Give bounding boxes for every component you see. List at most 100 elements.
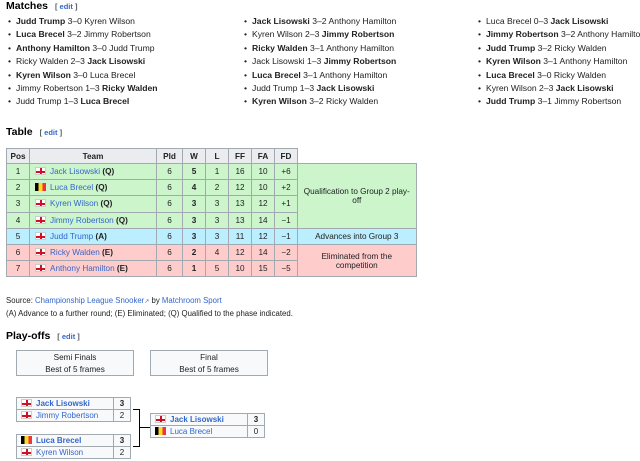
bracket-player-link[interactable]: Jack Lisowski [170,415,224,424]
bracket-score: 3 [247,413,265,426]
match-player-b[interactable]: Anthony Hamilton [577,29,640,40]
edit-link[interactable]: edit [59,2,73,11]
match-player-b[interactable]: Jimmy Robertson [554,96,622,107]
match-player-b[interactable]: Jack Lisowski [87,56,146,67]
bracket-score: 2 [113,446,131,459]
match-player-a[interactable]: Ricky Walden [16,56,69,67]
match-player-b[interactable]: Kyren Wilson [84,16,135,26]
match-player-a[interactable]: Kyren Wilson [486,82,537,93]
status-marker: (E) [102,248,113,258]
match-player-b[interactable]: Jack Lisowski [316,82,375,93]
match-score: 2–3 [305,29,320,40]
player-link[interactable]: Jack Lisowski [50,167,101,177]
w-cell: 5 [182,162,206,181]
bracket-player-link[interactable]: Jimmy Robertson [36,411,99,420]
match-result: Luca Brecel 3–1 Anthony Hamilton [244,69,396,82]
match-player-b[interactable]: Ricky Walden [325,96,379,107]
match-player-a[interactable]: Jimmy Robertson [486,29,559,40]
match-player-b[interactable]: Ricky Walden [102,82,158,93]
matches-edit[interactable]: [ edit ] [54,2,78,11]
semi-finals-header: Semi Finals Best of 5 frames [16,350,134,376]
bracket-player-cell: Jack Lisowski [150,413,248,426]
playoffs-heading: Play-offs [ edit ] [6,330,80,342]
match-result: Ricky Walden 2–3 Jack Lisowski [8,55,158,68]
match-player-b[interactable]: Jimmy Robertson [323,56,397,67]
source-link-matchroom[interactable]: Matchroom Sport [161,296,222,305]
final-title: Final [200,353,218,362]
bracket-player-link[interactable]: Kyren Wilson [36,448,84,457]
match-player-a[interactable]: Jimmy Robertson [16,82,83,93]
pld-cell: 6 [156,195,183,213]
match-score: 3–0 [67,16,82,26]
bracket-entry: Kyren Wilson 2 [16,446,131,459]
player-link[interactable]: Luca Brecel [50,183,94,193]
edit-link[interactable]: edit [44,128,58,137]
match-player-a[interactable]: Kyren Wilson [16,69,71,80]
team-cell: Kyren Wilson (Q) [29,195,157,213]
match-player-a[interactable]: Kyren Wilson [252,29,303,40]
match-player-a[interactable]: Judd Trump [486,96,536,107]
table-edit[interactable]: [ edit ] [39,128,63,137]
match-score: 3–1 [309,42,325,53]
match-player-b[interactable]: Jimmy Robertson [321,29,395,40]
match-score: 1–3 [85,82,100,93]
match-player-b[interactable]: Anthony Hamilton [319,69,388,80]
match-player-a[interactable]: Judd Trump [16,16,66,26]
team-cell: Luca Brecel (Q) [29,179,157,197]
match-player-b[interactable]: Jack Lisowski [555,82,614,93]
match-player-a[interactable]: Anthony Hamilton [16,42,91,53]
edit-link[interactable]: edit [61,332,76,341]
match-player-b[interactable]: Luca Brecel [80,96,130,107]
match-result: Jack Lisowski 1–3 Jimmy Robertson [244,55,396,68]
match-result: Kyren Wilson 3–1 Anthony Hamilton [478,55,640,68]
fd-cell: +1 [274,195,298,213]
match-player-a[interactable]: Judd Trump [486,42,536,53]
pld-cell: 6 [156,211,183,229]
bracket-player-link[interactable]: Luca Brecel [170,427,213,436]
fa-cell: 12 [251,195,275,213]
match-player-b[interactable]: Anthony Hamilton [326,42,395,53]
match-player-a[interactable]: Luca Brecel [252,69,301,80]
match-player-b[interactable]: Jack Lisowski [550,16,609,26]
ff-cell: 11 [228,227,252,245]
match-player-b[interactable]: Jimmy Robertson [83,29,151,40]
source-prefix: Source: [6,296,33,305]
match-player-a[interactable]: Kyren Wilson [252,96,307,107]
bracket-player-link[interactable]: Jack Lisowski [36,399,90,408]
pos-cell: 3 [6,195,30,213]
match-result: Judd Trump 3–1 Jimmy Robertson [478,95,640,108]
match-player-b[interactable]: Judd Trump [109,42,155,53]
match-player-a[interactable]: Judd Trump [252,82,298,93]
match-player-b[interactable]: Anthony Hamilton [328,16,397,26]
player-link[interactable]: Judd Trump [50,231,94,241]
player-link[interactable]: Jimmy Robertson [50,215,114,225]
ff-cell: 12 [228,243,252,262]
player-link[interactable]: Kyren Wilson [50,199,99,209]
match-player-a[interactable]: Luca Brecel [486,69,535,80]
match-player-b[interactable]: Anthony Hamilton [559,56,628,67]
team-cell: Judd Trump (A) [29,227,157,245]
match-result: Judd Trump 3–0 Kyren Wilson [8,15,158,28]
match-player-a[interactable]: Kyren Wilson [486,56,541,67]
england-flag-icon [35,248,46,257]
match-player-a[interactable]: Jack Lisowski [252,16,310,26]
match-player-b[interactable]: Luca Brecel [89,69,136,80]
match-player-a[interactable]: Judd Trump [16,96,62,107]
match-score: 3–2 [312,16,327,26]
match-player-a[interactable]: Jack Lisowski [252,56,305,67]
match-player-b[interactable]: Ricky Walden [554,42,607,53]
player-link[interactable]: Ricky Walden [50,248,100,258]
player-link[interactable]: Anthony Hamilton [50,264,115,274]
match-player-a[interactable]: Luca Brecel [486,16,532,26]
source-link-cls[interactable]: Championship League Snooker [35,296,145,305]
qualification-note: Qualification to Group 2 play-off [297,163,417,229]
bracket-player-link[interactable]: Luca Brecel [36,436,82,445]
match-player-a[interactable]: Ricky Walden [252,42,308,53]
playoffs-edit[interactable]: [ edit ] [57,332,80,341]
fa-cell: 14 [251,243,275,262]
advance-note: Advances into Group 3 [297,227,417,245]
match-player-b[interactable]: Ricky Walden [553,69,607,80]
match-player-a[interactable]: Luca Brecel [16,29,65,40]
w-cell: 3 [182,195,206,213]
